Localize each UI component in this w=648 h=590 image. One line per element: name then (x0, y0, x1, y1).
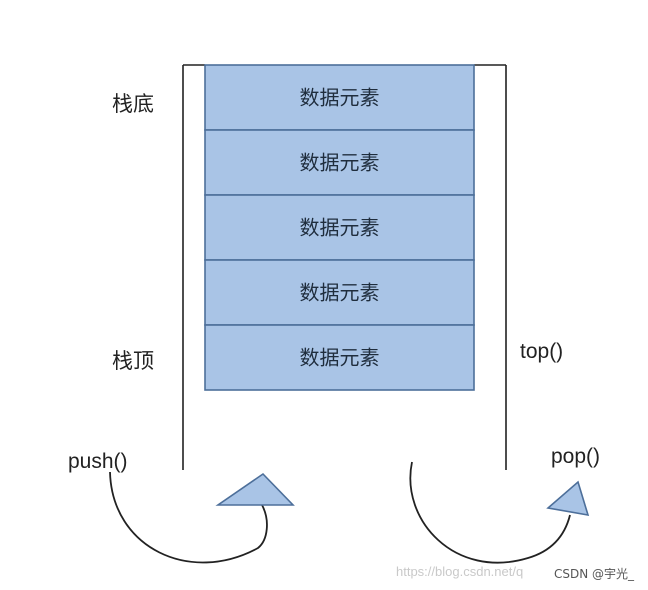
top-function-label: top() (520, 340, 564, 363)
stack-cell-label: 数据元素 (300, 281, 380, 305)
stack-top-label: 栈顶 (112, 349, 154, 373)
stack-cell (204, 64, 475, 131)
stack-bottom-label: 栈底 (112, 92, 154, 116)
stack-cell (204, 194, 475, 261)
push-function-label: push() (68, 450, 128, 473)
pop-function-label: pop() (551, 445, 601, 468)
stack-cell-label: 数据元素 (300, 216, 380, 240)
stack-cell-label: 数据元素 (300, 86, 380, 110)
watermark-badge: CSDN @宇光_ (551, 564, 638, 583)
pop-arrowhead (546, 480, 590, 517)
stack-cell-label: 数据元素 (300, 346, 380, 370)
stack-cell (204, 259, 475, 326)
watermark-url: https://blog.csdn.net/q (396, 564, 524, 579)
push-arrowhead (215, 472, 295, 506)
stack-cell-label: 数据元素 (300, 151, 380, 175)
pop-arrow-curve (409, 461, 571, 564)
push-arrow-curve (109, 471, 268, 564)
stack-cell (204, 324, 475, 391)
